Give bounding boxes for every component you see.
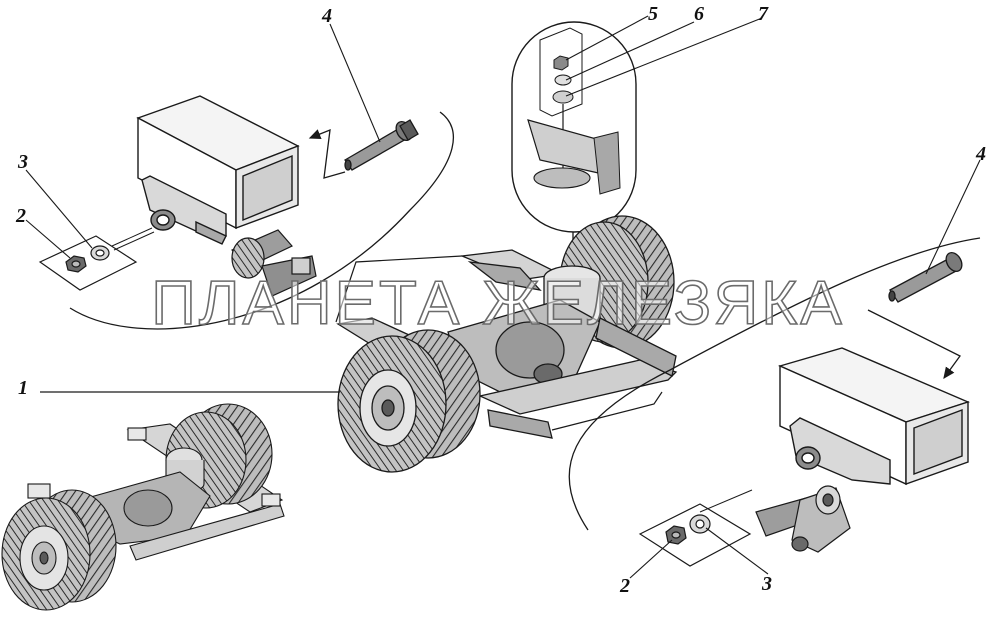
callout-7: 7	[758, 3, 768, 25]
callout-3-right: 3	[762, 573, 772, 595]
callout-4-left: 4	[322, 5, 332, 27]
callout-6: 6	[694, 3, 704, 25]
left-pin-4	[344, 119, 419, 171]
right-swept-outline	[568, 237, 981, 531]
rear-axle-assembly	[336, 215, 678, 473]
left-pin-arrow	[308, 128, 346, 179]
left-fastener-group	[38, 227, 155, 291]
callout-2-right: 2	[620, 575, 630, 597]
callout-2-left: 2	[16, 205, 26, 227]
overview-axle	[1, 403, 285, 611]
callout-3-left: 3	[18, 151, 28, 173]
left-bracket-housing	[136, 95, 300, 245]
leader-lines	[40, 255, 663, 431]
left-spring-end	[231, 229, 317, 297]
callout-4-right: 4	[976, 143, 986, 165]
right-pin-4	[888, 252, 963, 303]
detail-bubble	[511, 21, 637, 262]
callout-leaders	[25, 15, 981, 579]
callout-1: 1	[18, 377, 28, 399]
right-spring-end	[755, 485, 851, 553]
left-swept-outline	[69, 111, 454, 330]
callout-5: 5	[648, 3, 658, 25]
right-bracket-housing	[777, 347, 970, 486]
right-fastener-group	[638, 489, 753, 567]
right-pin-arrow	[867, 309, 961, 380]
